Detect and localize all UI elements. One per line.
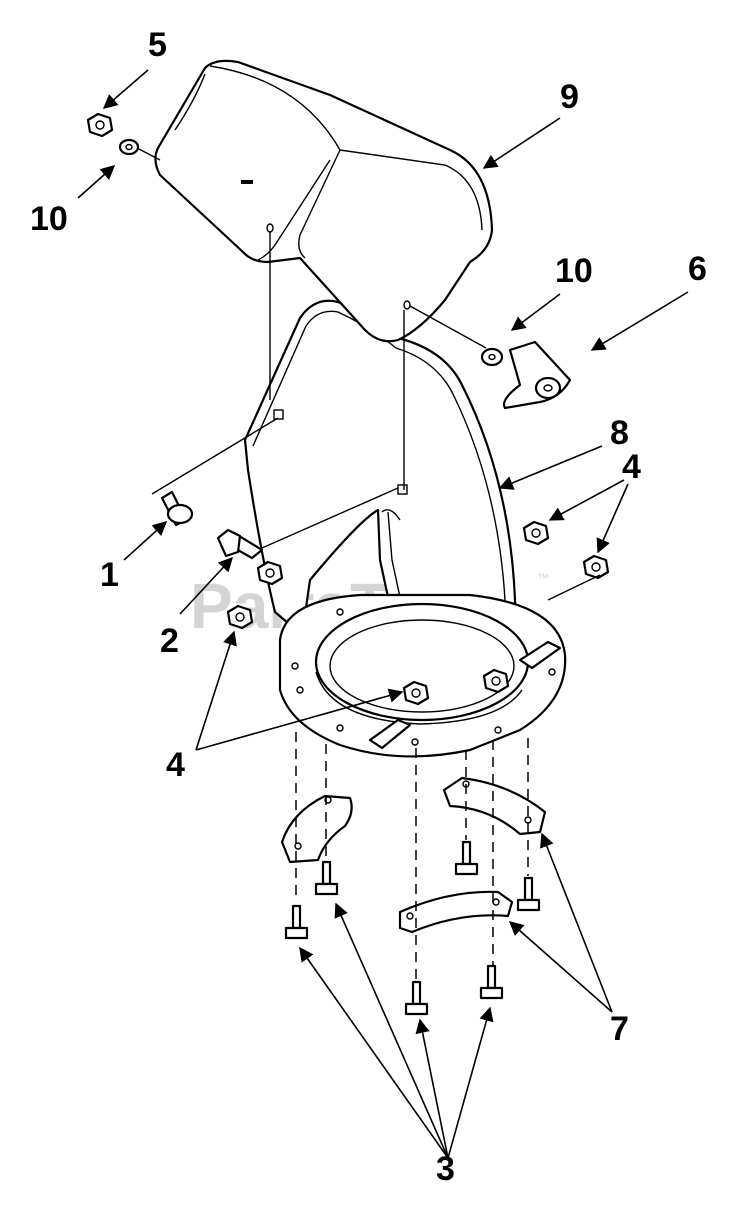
deflector bbox=[154, 59, 494, 343]
callout-10-right: 10 bbox=[555, 252, 593, 290]
screw-3-b bbox=[314, 860, 339, 896]
watermark-trademark: ™ bbox=[537, 571, 549, 585]
nut-4-e bbox=[402, 680, 430, 706]
nut-4-f bbox=[482, 668, 510, 694]
clamp-7-right bbox=[442, 776, 547, 836]
chute-base-flange bbox=[278, 593, 567, 758]
nut-4-b bbox=[226, 604, 254, 630]
assembly-lines bbox=[136, 147, 601, 980]
clamp-7-center bbox=[398, 890, 514, 934]
bolt-2 bbox=[216, 528, 264, 560]
clamp-7-left bbox=[280, 794, 353, 864]
nut-5 bbox=[86, 112, 114, 138]
callout-1: 1 bbox=[100, 556, 119, 594]
callout-10-left: 10 bbox=[30, 200, 68, 238]
screw-3-c bbox=[454, 840, 479, 876]
nut-4-c bbox=[522, 520, 550, 546]
callout-7: 7 bbox=[610, 1010, 629, 1048]
screw-3-a bbox=[284, 904, 309, 940]
nut-4-a bbox=[256, 560, 284, 586]
screw-3-d bbox=[516, 876, 541, 912]
callout-3: 3 bbox=[436, 1150, 455, 1188]
callout-4-right: 4 bbox=[622, 448, 641, 486]
screw-3-e bbox=[404, 980, 429, 1016]
callout-5: 5 bbox=[148, 26, 167, 64]
screw-3-f bbox=[479, 964, 504, 1000]
nut-4-d bbox=[582, 554, 610, 580]
callout-2: 2 bbox=[160, 622, 179, 660]
leader-arrows bbox=[77, 69, 689, 1159]
carriage-bolt-1 bbox=[160, 490, 194, 527]
washer-10-left bbox=[118, 138, 140, 156]
callout-9: 9 bbox=[560, 78, 579, 116]
callout-8: 8 bbox=[610, 414, 629, 452]
washer-10-right bbox=[480, 347, 504, 367]
callout-6: 6 bbox=[688, 250, 707, 288]
callout-4-left: 4 bbox=[166, 746, 185, 784]
knob-6 bbox=[502, 340, 572, 410]
